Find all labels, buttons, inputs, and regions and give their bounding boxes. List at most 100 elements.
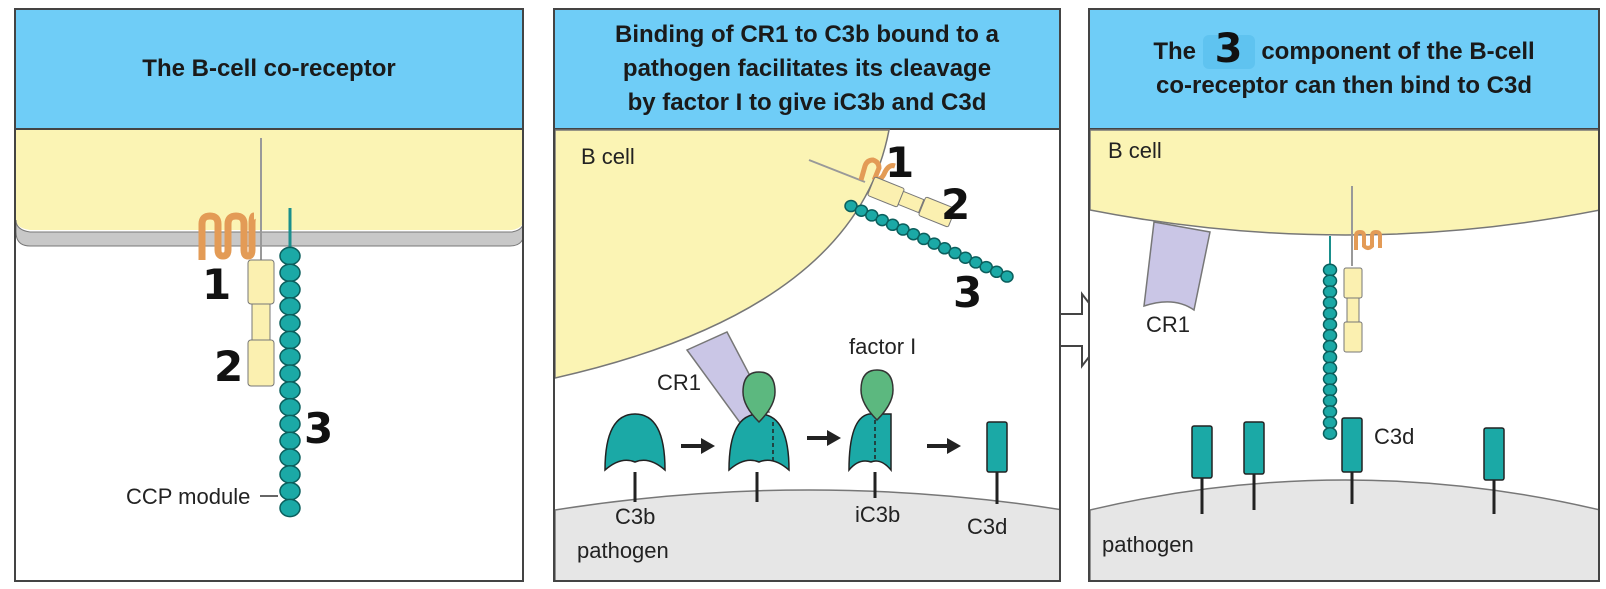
co-receptor-complex [808, 157, 1014, 283]
ccp-module-bead [279, 414, 301, 434]
cr1-label: CR1 [657, 370, 702, 395]
ccp-module-bead [279, 297, 301, 316]
cd19-domain-1 [247, 259, 275, 305]
cd19-domain-1 [1343, 267, 1363, 299]
ccp-module-bead [279, 347, 301, 367]
ic3b-molecule [848, 413, 892, 473]
cr1-label: CR1 [1146, 312, 1191, 337]
cd81-tetraspanin [198, 212, 257, 260]
ccp-module-bead [1322, 405, 1338, 419]
c3d-fragment-2 [1243, 421, 1265, 475]
b-cell-label: B cell [581, 144, 635, 169]
cd19-domain-2 [897, 190, 925, 214]
panel-3-drawing [1090, 129, 1598, 580]
panel-cr1-cleavage: Binding of CR1 to C3b bound to a pathoge… [553, 8, 1061, 582]
pathogen-label: pathogen [577, 538, 669, 563]
panel-3-title: The 3 component of the B-cell co-recepto… [1144, 29, 1544, 104]
cd19-domain-3 [1343, 321, 1363, 353]
cd19-domain-2 [1346, 297, 1360, 323]
cd81-tetraspanin [1354, 229, 1382, 250]
title-rest: component of the B-cell co-receptor can … [1155, 37, 1535, 100]
arrow-3 [927, 438, 961, 454]
cd19-domain-3 [918, 196, 956, 228]
factor-i-bound [742, 371, 776, 424]
arrow-1 [681, 438, 715, 454]
handwritten-label-1: 1 [202, 260, 232, 309]
ccp-module-bead [1322, 274, 1338, 288]
c3d-label: C3d [1374, 424, 1415, 449]
panel-2-header: Binding of CR1 to C3b bound to a pathoge… [555, 10, 1059, 130]
ccp-module-bead [1322, 383, 1338, 397]
handwritten-label-1: 1 [885, 138, 915, 187]
answer-blank[interactable]: 3 [1202, 29, 1255, 70]
ccp-module-bead [1322, 263, 1338, 277]
panel-2-drawing [555, 129, 1059, 580]
cr2-ccp-chain [279, 246, 301, 518]
c3b-molecule [604, 413, 666, 472]
b-cell-cytoplasm [16, 130, 522, 230]
panel-b-cell-co-receptor: The B-cell co-receptor CCP module 1 2 3 [14, 8, 524, 582]
factor-i-label: factor I [849, 334, 917, 359]
handwritten-label-2: 2 [214, 342, 244, 391]
ccp-module-bead [279, 280, 301, 299]
ccp-module-bead [279, 397, 301, 417]
cr1-receptor [1143, 221, 1211, 312]
handwritten-answer: 3 [1214, 26, 1243, 73]
panel-1-drawing [16, 130, 522, 518]
ccp-module-bead [279, 246, 301, 266]
c3d-fragment-1 [1191, 425, 1213, 479]
ccp-module-bead [1322, 296, 1338, 310]
cell-membrane [16, 219, 522, 247]
ccp-module-bead [1322, 339, 1338, 353]
b-cell-body [1090, 129, 1598, 236]
panel-1-header: The B-cell co-receptor [16, 10, 522, 130]
bound-c3b [728, 413, 790, 472]
handwritten-label-3: 3 [304, 404, 334, 453]
cr2-ccp-chain [1322, 263, 1338, 441]
ccp-module-bead [279, 313, 301, 333]
ccp-module-bead [279, 498, 301, 518]
cr2-ccp-chain [844, 199, 1014, 283]
c3b-label: C3b [615, 504, 656, 529]
ccp-module-bead [1322, 350, 1338, 364]
handwritten-label-2: 2 [941, 180, 971, 229]
arrow-2 [807, 430, 841, 446]
panel-3-header: The 3 component of the B-cell co-recepto… [1090, 10, 1598, 130]
cd81-tetraspanin [858, 157, 896, 182]
cd19-domain-2 [251, 303, 271, 341]
ccp-module-bead [279, 481, 301, 501]
ccp-module-label: CCP module [126, 484, 251, 509]
handwritten-label-3: 3 [953, 268, 983, 317]
ccp-module-bead [1322, 372, 1338, 386]
ic3b-label: iC3b [855, 502, 901, 527]
ccp-module-bead [1322, 307, 1338, 321]
c3d-molecule [986, 421, 1008, 473]
c3d-label: C3d [967, 514, 1008, 539]
ccp-module-bead [1322, 426, 1338, 441]
title-start: The [1153, 37, 1196, 65]
ccp-module-bead [1000, 270, 1014, 283]
ccp-module-bead [1322, 394, 1338, 408]
pathogen-label: pathogen [1102, 532, 1194, 557]
c3d-fragment-4 [1483, 427, 1505, 481]
panel-2-title: Binding of CR1 to C3b bound to a pathoge… [615, 21, 999, 116]
ccp-module-bead [279, 431, 301, 451]
ccp-module-bead [279, 381, 301, 400]
ccp-module-bead [279, 465, 301, 484]
ccp-module-bead [279, 330, 301, 350]
ccp-module-bead [1322, 317, 1338, 332]
cd19-tail [808, 159, 866, 183]
ccp-module-bead [1322, 328, 1338, 342]
pathogen-surface [1090, 479, 1598, 580]
cd19-domain-3 [247, 339, 275, 387]
ccp-module-bead [279, 364, 301, 383]
panel-c3d-binding: The 3 component of the B-cell co-recepto… [1088, 8, 1600, 582]
factor-i [860, 369, 894, 422]
ccp-module-bead [1322, 416, 1338, 430]
ccp-module-bead [1322, 285, 1338, 299]
ccp-module-bead [1322, 361, 1338, 375]
ccp-module-bead [279, 448, 301, 467]
ccp-module-bead [279, 263, 301, 283]
b-cell-label: B cell [1108, 138, 1162, 163]
panel-1-title: The B-cell co-receptor [142, 55, 396, 82]
